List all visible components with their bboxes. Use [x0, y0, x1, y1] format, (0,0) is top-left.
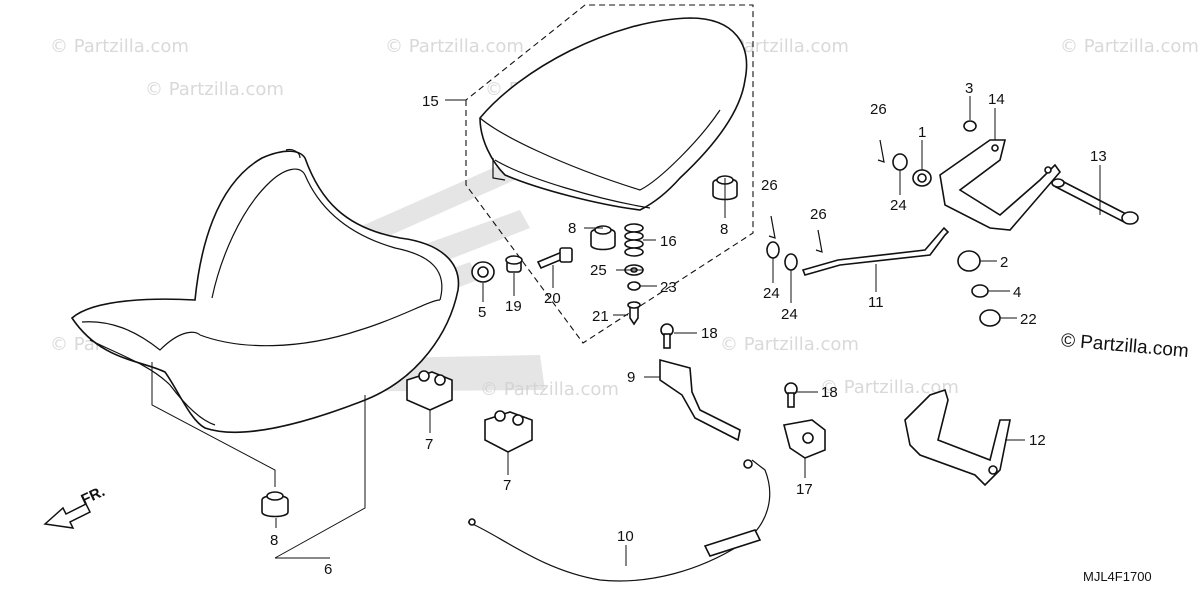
callout-17: 17: [796, 481, 813, 498]
watermark-text: © Partzilla.com: [385, 36, 524, 57]
screw-21: [627, 301, 641, 326]
seat-cable-10: [467, 459, 771, 582]
bolt-18: [784, 382, 798, 408]
release-rod-11: [801, 226, 950, 276]
clip-26: [877, 139, 885, 163]
callout-22: 22: [1020, 311, 1037, 328]
callout-8: 8: [720, 221, 728, 238]
callout-labels: 1 2 3 4 5 6 7 7 8 8 8 9 10 11 12 13 14 1…: [270, 80, 1107, 578]
pillion-seat: [465, 4, 754, 344]
bolt-20: [536, 247, 573, 270]
callout-25: 25: [590, 262, 607, 279]
callout-26: 26: [870, 101, 887, 118]
direction-label: FR.: [79, 483, 108, 509]
callout-24: 24: [890, 197, 907, 214]
callout-23: 23: [660, 279, 677, 296]
bolt-13: [1051, 178, 1139, 225]
seat-latch-9: [659, 358, 741, 442]
cushion-22: [979, 309, 1001, 327]
front-direction-arrow: FR.: [43, 483, 108, 529]
collar-4: [971, 284, 989, 298]
callout-26: 26: [810, 206, 827, 223]
callout-18: 18: [701, 325, 718, 342]
callout-19: 19: [505, 298, 522, 315]
callout-12: 12: [1029, 432, 1046, 449]
callout-4: 4: [1013, 284, 1021, 301]
callout-8: 8: [568, 220, 576, 237]
callout-7: 7: [425, 436, 433, 453]
watermark-text: © Partzilla.com: [820, 377, 959, 398]
watermark-text: © Partzilla.com: [145, 79, 284, 100]
washer-24: [892, 153, 908, 171]
seat-lock-17: [783, 419, 826, 459]
callout-11: 11: [868, 294, 884, 311]
collar-1: [912, 169, 932, 187]
callout-5: 5: [478, 304, 486, 321]
watermark-text: © Partzilla.com: [50, 36, 189, 57]
nut-3: [963, 120, 977, 132]
callout-8: 8: [270, 532, 278, 549]
rubber-2: [957, 250, 981, 272]
seat-rubber-grommet: [590, 225, 616, 251]
callout-20: 20: [544, 290, 561, 307]
lock-bracket-14: [939, 139, 1062, 231]
washer-24: [766, 241, 780, 259]
seat-damper-block: [406, 370, 453, 411]
callout-18: 18: [821, 384, 838, 401]
callout-10: 10: [617, 528, 634, 545]
collar-19: [505, 255, 523, 273]
callout-2: 2: [1000, 254, 1008, 271]
rider-seat: [70, 148, 460, 434]
spring-16: [624, 223, 644, 257]
callout-24: 24: [781, 306, 798, 323]
seat-rubber-grommet: [261, 491, 289, 518]
callout-6: 6: [324, 561, 332, 578]
watermark-text: © Partzilla.com: [720, 334, 859, 355]
clip-26: [768, 215, 776, 239]
callout-9: 9: [627, 369, 635, 386]
callout-13: 13: [1090, 148, 1107, 165]
callout-7: 7: [503, 477, 511, 494]
callout-24: 24: [763, 285, 780, 302]
callout-15: 15: [422, 93, 439, 110]
seat-damper-block: [484, 410, 533, 453]
bracket-12: [904, 388, 1011, 487]
callout-3: 3: [965, 80, 973, 97]
callout-21: 21: [592, 308, 609, 325]
clip-26: [815, 229, 823, 253]
leader-lines: [151, 96, 1101, 566]
callout-26: 26: [761, 177, 778, 194]
callout-1: 1: [918, 124, 926, 141]
grommet-5: [471, 261, 495, 283]
diagram-code: MJL4F1700: [1083, 569, 1152, 584]
washer-24: [784, 253, 798, 271]
callout-16: 16: [660, 233, 677, 250]
nut-23: [627, 281, 641, 291]
callout-14: 14: [988, 91, 1005, 108]
bolt-18: [660, 323, 674, 349]
watermark-text: © Partzilla.com: [1060, 36, 1199, 57]
